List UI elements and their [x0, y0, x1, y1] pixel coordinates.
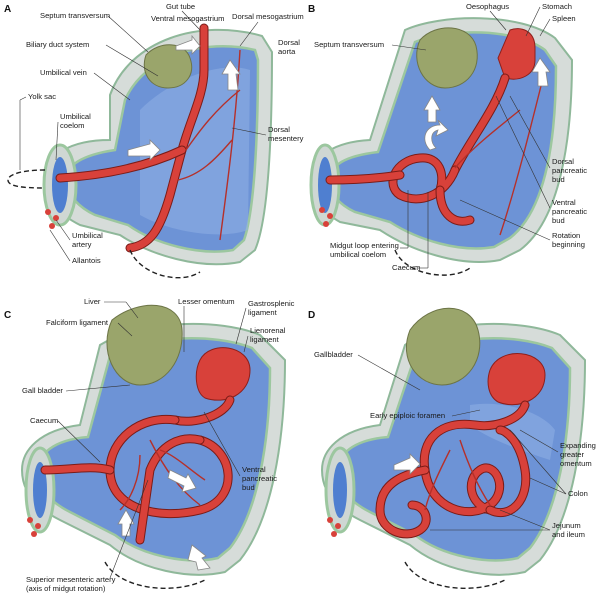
- label-stomach: Stomach: [542, 2, 572, 11]
- panel-d-letter: D: [308, 310, 315, 321]
- label-jejunum-and-ileum-1: Jejunum: [552, 521, 581, 530]
- panel-a: A Septum transversum: [4, 2, 304, 279]
- label-dorsal-pancreatic-bud-3: bud: [552, 175, 565, 184]
- label-septum-transversum: Septum transversum: [40, 11, 110, 20]
- label-gut-tube: Gut tube: [166, 2, 195, 11]
- panel-b-illustration: [309, 17, 574, 276]
- label-ventral-pancreatic-bud-2: pancreatic: [552, 207, 587, 216]
- label-ventral-pancreatic-bud-1: Ventral: [552, 198, 576, 207]
- label-rotation-beginning-2: beginning: [552, 240, 585, 249]
- label-midgut-loop-1: Midgut loop entering: [330, 241, 399, 250]
- label-oesophagus: Oesophagus: [466, 2, 509, 11]
- label-yolk-sac: Yolk sac: [28, 92, 56, 101]
- label-expanding-greater-omentum-2: greater: [560, 450, 585, 459]
- label-dorsal-aorta-1: Dorsal: [278, 38, 300, 47]
- label-early-epiploic-foramen: Early epiploic foramen: [370, 411, 445, 420]
- label-dorsal-aorta-2: aorta: [278, 47, 296, 56]
- label-sma-1: Superior mesenteric artery: [26, 575, 116, 584]
- label-umbilical-artery-2: artery: [72, 240, 92, 249]
- label-jejunum-and-ileum-2: and ileum: [552, 530, 585, 539]
- label-lienorenal-ligament-1: Lienorenal: [250, 326, 286, 335]
- label-spleen: Spleen: [552, 14, 576, 23]
- label-umbilical-coelom-1: Umbilical: [60, 112, 91, 121]
- panel-a-illustration: [7, 23, 274, 279]
- panel-d-illustration: [320, 307, 587, 589]
- label-caecum-c: Caecum: [30, 416, 58, 425]
- label-dorsal-pancreatic-bud-1: Dorsal: [552, 157, 574, 166]
- label-caecum-b: Caecum: [392, 263, 420, 272]
- panel-a-letter: A: [4, 4, 11, 15]
- label-gall-bladder: Gall bladder: [22, 386, 63, 395]
- label-rotation-beginning-1: Rotation: [552, 231, 580, 240]
- label-sma-2: (axis of midgut rotation): [26, 584, 106, 593]
- label-septum-transversum-b: Septum transversum: [314, 40, 384, 49]
- label-gallbladder: Gallbladder: [314, 350, 353, 359]
- label-falciform-ligament: Falciform ligament: [46, 318, 109, 327]
- label-lienorenal-ligament-2: ligament: [250, 335, 280, 344]
- label-ventral-mesogastrium: Ventral mesogastrium: [151, 14, 224, 23]
- label-ventral-pancreatic-bud-c1: Ventral: [242, 465, 266, 474]
- label-umbilical-coelom-2: coelom: [60, 121, 84, 130]
- label-expanding-greater-omentum-3: omentum: [560, 459, 592, 468]
- panel-d-labels: Gallbladder Early epiploic foramen Expan…: [314, 350, 596, 539]
- label-gastrosplenic-ligament-1: Gastrosplenic: [248, 299, 295, 308]
- label-allantois: Allantois: [72, 256, 101, 265]
- label-dorsal-pancreatic-bud-2: pancreatic: [552, 166, 587, 175]
- label-ventral-pancreatic-bud-c3: bud: [242, 483, 255, 492]
- panel-b-letter: B: [308, 4, 315, 15]
- label-umbilical-artery-1: Umbilical: [72, 231, 103, 240]
- panel-b: B Oesophagus: [308, 2, 587, 276]
- panel-b-labels: Oesophagus Stomach Spleen Septum transve…: [314, 2, 587, 272]
- label-ventral-pancreatic-bud-c2: pancreatic: [242, 474, 277, 483]
- label-ventral-pancreatic-bud-3: bud: [552, 216, 565, 225]
- panel-c-letter: C: [4, 310, 11, 321]
- label-liver: Liver: [84, 297, 101, 306]
- label-gastrosplenic-ligament-2: ligament: [248, 308, 278, 317]
- label-dorsal-mesogastrium: Dorsal mesogastrium: [232, 12, 304, 21]
- label-biliary-duct-system: Biliary duct system: [26, 40, 89, 49]
- label-midgut-loop-2: umbilical coelom: [330, 250, 386, 259]
- panel-a-labels: Septum transversum Gut tube Ventral meso…: [19, 2, 304, 265]
- label-dorsal-mesentery-2: mesentery: [268, 134, 304, 143]
- label-colon: Colon: [568, 489, 588, 498]
- label-expanding-greater-omentum-1: Expanding: [560, 441, 596, 450]
- panel-c-illustration: [20, 304, 287, 589]
- label-lesser-omentum: Lesser omentum: [178, 297, 235, 306]
- panel-c: C Liver: [4, 297, 295, 593]
- panel-d: D Gallbladder Early epiplo: [308, 307, 596, 589]
- panel-c-labels: Liver Falciform ligament Lesser omentum …: [22, 297, 295, 593]
- label-umbilical-vein: Umbilical vein: [40, 68, 87, 77]
- label-dorsal-mesentery-1: Dorsal: [268, 125, 290, 134]
